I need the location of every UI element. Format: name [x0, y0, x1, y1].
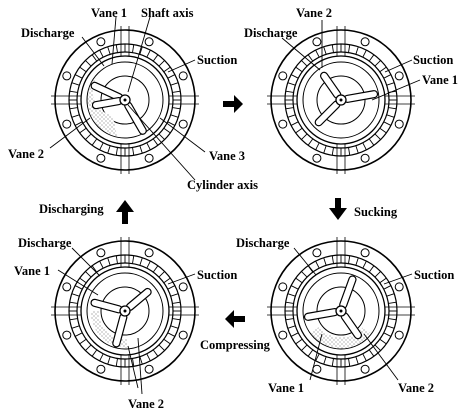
bolt-hole — [394, 71, 404, 81]
ring-hatching — [69, 255, 181, 367]
bolt-holes — [278, 37, 404, 163]
arrow-down — [329, 198, 347, 220]
cylinder-liner — [302, 61, 380, 139]
bolt-hole — [278, 282, 288, 292]
leader-lines — [49, 16, 421, 395]
bolt-hole — [62, 71, 72, 81]
cylinder-liner — [86, 272, 164, 350]
panel-top-left — [51, 26, 199, 174]
bolt-hole — [96, 153, 106, 163]
label-p1-shaft-axis: Shaft axis — [141, 6, 194, 20]
bolt-holes — [62, 248, 188, 374]
bolt-hole — [360, 364, 370, 374]
label-p3-vane1: Vane 1 — [14, 264, 50, 278]
ring-hatching — [69, 44, 181, 156]
bolt-hole — [360, 248, 370, 258]
label-p2-suction: Suction — [413, 53, 453, 67]
label-p4-vane2: Vane 2 — [398, 381, 434, 395]
bolt-hole — [278, 330, 288, 340]
label-p4-suction: Suction — [414, 268, 454, 282]
label-p1-vane3: Vane 3 — [209, 149, 245, 163]
bolt-hole — [178, 282, 188, 292]
bolt-hole — [394, 119, 404, 129]
bolt-hole — [62, 119, 72, 129]
label-p2-vane1: Vane 1 — [422, 73, 458, 87]
bolt-hole — [178, 71, 188, 81]
label-p4-discharge: Discharge — [236, 236, 290, 250]
label-p1-vane1: Vane 1 — [91, 6, 127, 20]
ring-hatching — [285, 255, 397, 367]
bolt-hole — [96, 248, 106, 258]
panel-bottom-right — [267, 237, 415, 385]
bolt-hole — [96, 37, 106, 47]
arrow-right — [223, 95, 243, 113]
pressure-region — [311, 327, 371, 349]
bolt-hole — [312, 248, 322, 258]
label-discharging: Discharging — [39, 202, 104, 216]
label-p4-vane1: Vane 1 — [268, 381, 304, 395]
label-p3-suction: Suction — [197, 268, 237, 282]
bolt-hole — [178, 330, 188, 340]
panel-top-right — [267, 26, 415, 174]
bolt-hole — [394, 330, 404, 340]
arrow-left — [225, 310, 245, 328]
panel-bottom-left — [51, 237, 199, 385]
bolt-holes — [278, 248, 404, 374]
bolt-hole — [62, 282, 72, 292]
label-p1-cylinder-axis: Cylinder axis — [187, 178, 258, 192]
bolt-hole — [62, 330, 72, 340]
bolt-hole — [278, 119, 288, 129]
bolt-hole — [144, 248, 154, 258]
shaft-axis-mark — [335, 94, 347, 106]
bolt-hole — [394, 282, 404, 292]
bolt-hole — [312, 153, 322, 163]
label-sucking: Sucking — [354, 205, 398, 219]
label-p2-discharge: Discharge — [244, 26, 298, 40]
bolt-hole — [178, 119, 188, 129]
cylinder-liner — [302, 272, 380, 350]
ring-hatching — [285, 44, 397, 156]
label-p2-vane2: Vane 2 — [296, 6, 332, 20]
bolt-hole — [360, 153, 370, 163]
bolt-hole — [96, 364, 106, 374]
arrow-up — [116, 200, 134, 224]
rotor — [316, 286, 366, 336]
shaft-axis-mark — [119, 305, 131, 317]
label-p3-vane2: Vane 2 — [128, 397, 164, 411]
cylinder-liner — [86, 61, 164, 139]
label-p1-vane2: Vane 2 — [8, 147, 44, 161]
bolt-hole — [360, 37, 370, 47]
label-compressing: Compressing — [200, 338, 271, 352]
bolt-hole — [312, 364, 322, 374]
bolt-hole — [312, 37, 322, 47]
rotor-vanes — [90, 287, 152, 348]
pressure-region — [87, 70, 117, 136]
label-p3-discharge: Discharge — [18, 236, 72, 250]
label-p1-suction: Suction — [197, 53, 237, 67]
shaft-axis-mark — [335, 305, 347, 317]
shaft-axis-mark — [119, 94, 131, 106]
label-p1-discharge: Discharge — [21, 26, 75, 40]
rotor — [100, 286, 150, 336]
bolt-hole — [144, 37, 154, 47]
rotor — [100, 75, 150, 125]
bolt-hole — [144, 153, 154, 163]
bolt-hole — [144, 364, 154, 374]
rotor — [316, 75, 366, 125]
bolt-holes — [62, 37, 188, 163]
bolt-hole — [278, 71, 288, 81]
